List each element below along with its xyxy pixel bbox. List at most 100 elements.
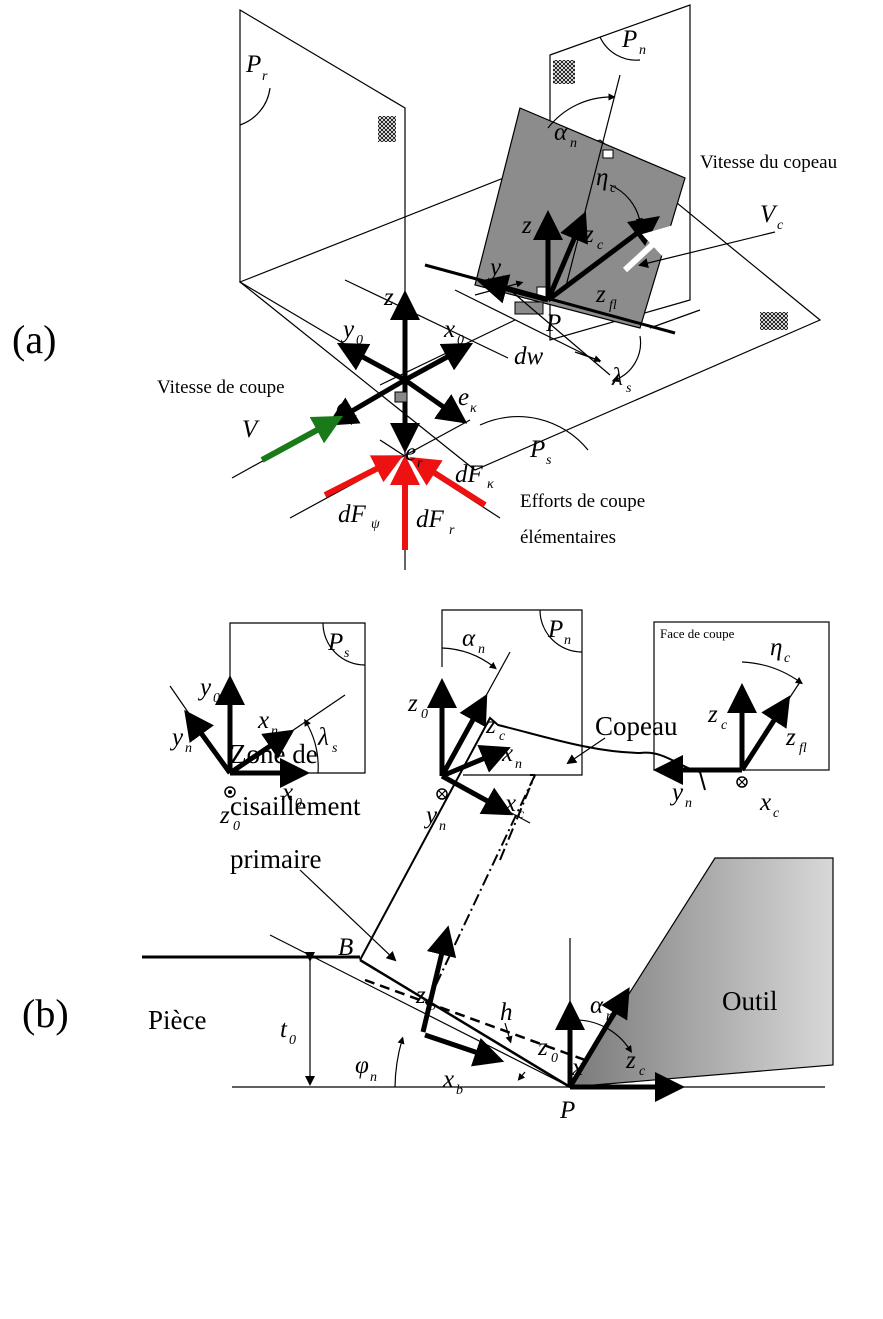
svg-text:ψ: ψ <box>371 517 380 532</box>
svg-text:0: 0 <box>213 691 220 706</box>
label-alpha-a: α <box>554 119 568 146</box>
svg-text:r: r <box>262 69 268 84</box>
label-er: e <box>405 439 416 466</box>
label-x: x <box>571 1054 583 1081</box>
chip-copeau <box>359 716 706 961</box>
label-ps: P <box>529 436 545 463</box>
label-pn: P <box>621 26 637 53</box>
svg-text:0: 0 <box>457 333 464 348</box>
svg-text:n: n <box>639 43 646 58</box>
svg-text:c: c <box>721 718 728 733</box>
part-b-diagram <box>142 716 834 1102</box>
label-dfpsi: dF <box>338 501 367 528</box>
svg-text:r: r <box>449 523 455 538</box>
label-yn-tool: y <box>487 254 502 281</box>
label-z0-b: z <box>537 1034 548 1061</box>
svg-text:0: 0 <box>295 796 302 811</box>
cut-speed-vector <box>260 415 344 463</box>
svg-text:s: s <box>332 741 338 756</box>
svg-text:n: n <box>185 741 192 756</box>
svg-text:c: c <box>777 218 784 233</box>
label-copeau: Copeau <box>595 711 678 741</box>
inset-face-zfl: z <box>785 724 796 751</box>
tool-vectors <box>477 210 776 304</box>
svg-text:s: s <box>344 646 350 661</box>
label-z0-frame: z <box>383 284 394 311</box>
inset-ps-lambda: λ <box>317 724 329 751</box>
label-p-b: P <box>559 1097 575 1124</box>
inset-ps-x0: x <box>281 779 293 806</box>
label-dw: dw <box>514 343 544 370</box>
inset-face-title: Face de coupe <box>660 626 735 641</box>
svg-text:n: n <box>478 642 485 657</box>
svg-text:n: n <box>515 757 522 772</box>
label-phi-b: φ <box>355 1052 369 1079</box>
part-a-diagram <box>231 4 822 570</box>
svg-text:0: 0 <box>551 1051 558 1066</box>
inset-ps <box>169 622 366 798</box>
label-zone-1: Zone de <box>230 739 318 769</box>
force-vectors <box>323 455 487 550</box>
svg-text:c: c <box>499 729 506 744</box>
inset-face <box>653 621 830 788</box>
chip-speed-text: Vitesse du copeau <box>700 152 838 173</box>
inset-ps-yn: y <box>169 724 184 751</box>
label-dfr: dF <box>416 506 445 533</box>
cutting-face <box>474 107 686 329</box>
svg-text:0: 0 <box>535 229 542 244</box>
label-dfkappa: dF <box>455 461 484 488</box>
svg-text:b: b <box>456 1083 463 1098</box>
inset-ps-xn: x <box>257 707 269 734</box>
label-zb: z <box>415 982 426 1009</box>
label-p-a: P <box>545 310 561 337</box>
svg-text:n: n <box>271 724 278 739</box>
label-zc-b: z <box>625 1047 636 1074</box>
svg-text:n: n <box>564 633 571 648</box>
inset-pn-yn: y <box>423 802 438 829</box>
svg-text:n: n <box>606 1009 613 1024</box>
inset-ps-z0: z <box>219 802 230 829</box>
label-alpha-b: α <box>590 992 604 1019</box>
label-zone-2: cisaillement <box>230 791 361 821</box>
svg-text:0: 0 <box>397 301 404 316</box>
label-zfl-tool: z <box>595 281 606 308</box>
label-lambda-a: λ <box>611 364 623 391</box>
cut-speed-text: Vitesse de coupe <box>157 377 285 398</box>
svg-text:n: n <box>370 1070 377 1085</box>
label-epsi: e <box>336 394 347 421</box>
svg-text:ψ: ψ <box>348 411 357 426</box>
svg-text:n: n <box>439 819 446 834</box>
label-x0-frame: x <box>443 316 455 343</box>
inset-ps-y0: y <box>197 674 212 701</box>
label-eta-a: η <box>596 164 608 191</box>
inset-pn-xn: x <box>501 740 513 767</box>
svg-text:c: c <box>597 238 604 253</box>
inset-face-yn: y <box>669 779 684 806</box>
origin-frame <box>327 290 474 453</box>
label-vc: V <box>760 201 778 228</box>
inset-pn-z0: z <box>407 690 418 717</box>
label-h: h <box>500 999 513 1026</box>
label-ekappa: e <box>458 384 469 411</box>
svg-text:c: c <box>784 651 791 666</box>
svg-text:c: c <box>518 807 525 822</box>
svg-text:0: 0 <box>289 1033 296 1048</box>
svg-text:s: s <box>626 381 632 396</box>
inset-face-xc: x <box>759 789 771 816</box>
inset-face-zc: z <box>707 701 718 728</box>
label-a: (a) <box>12 317 56 362</box>
svg-text:0: 0 <box>356 333 363 348</box>
svg-text:n: n <box>685 796 692 811</box>
label-z0-tool: z <box>521 212 532 239</box>
svg-text:κ: κ <box>470 401 477 416</box>
svg-text:0: 0 <box>421 707 428 722</box>
inset-face-eta: η <box>770 634 782 661</box>
label-zone-3: primaire <box>230 844 321 874</box>
svg-text:κ: κ <box>487 477 494 492</box>
label-pr: P <box>245 51 261 78</box>
label-b-point: B <box>338 934 353 961</box>
inset-pn-alpha: α <box>462 625 476 652</box>
label-v: V <box>242 416 260 443</box>
inset-pn-xc: x <box>504 790 516 817</box>
